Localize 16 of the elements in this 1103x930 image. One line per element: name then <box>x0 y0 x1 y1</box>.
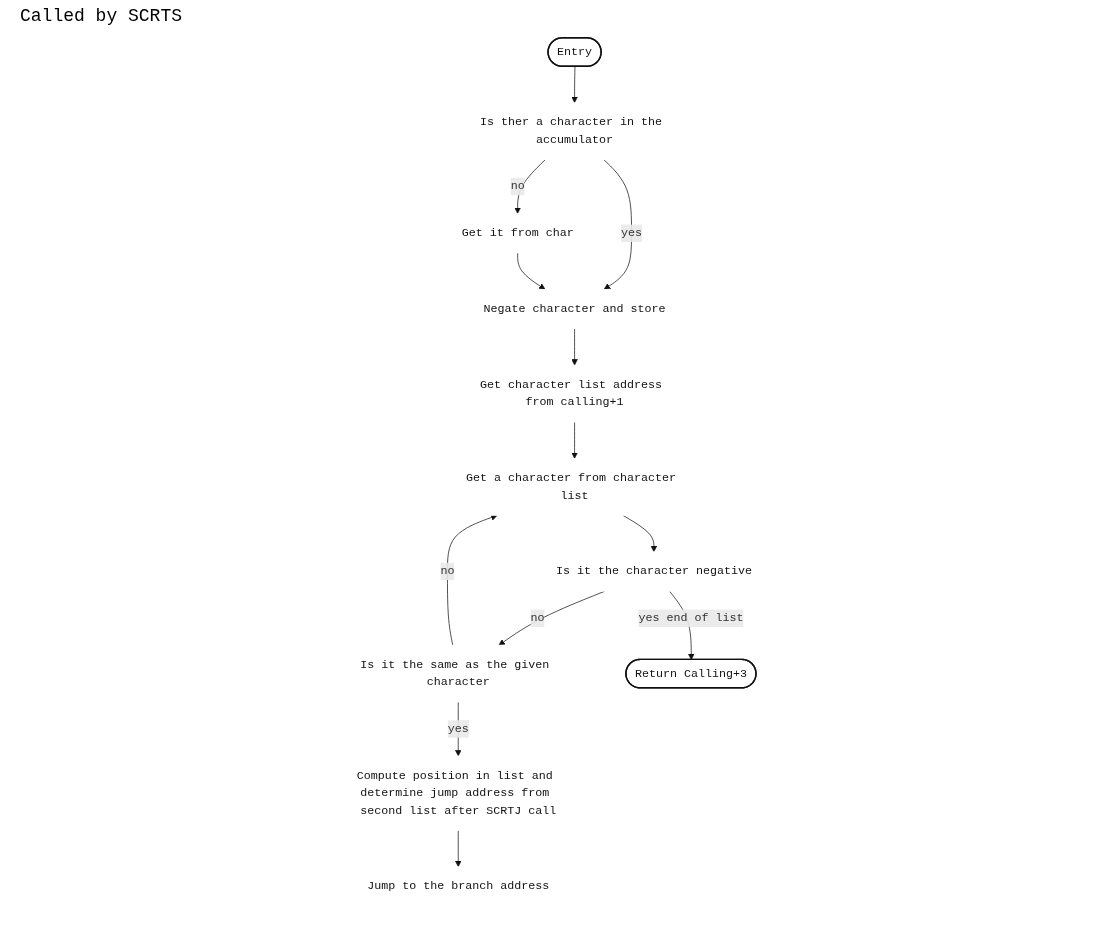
node-text: Get a character from character list <box>465 471 676 503</box>
node-text: Is it the character negative <box>555 564 752 579</box>
node-text: Compute position in list and determine jump address from second list after SCRTJ call <box>356 769 556 818</box>
edge-label: yes <box>447 722 469 736</box>
edge-label: yes <box>620 226 642 240</box>
node-text: Is ther a character in the accumulator <box>479 115 662 147</box>
node-text: Negate character and store <box>483 302 666 316</box>
edge-label: no <box>510 180 525 194</box>
note-text: Called by SCRTS <box>20 6 184 26</box>
node-text: Is it the same as the given character <box>359 658 549 689</box>
node-text: Get character list address from calling+1 <box>479 378 662 409</box>
edge-label: yes end of list <box>638 611 744 625</box>
node-text: Get it from char <box>461 226 574 240</box>
edge-label: no <box>530 611 545 625</box>
node-text: Jump to the branch address <box>366 879 549 894</box>
edge-label: no <box>440 564 455 579</box>
